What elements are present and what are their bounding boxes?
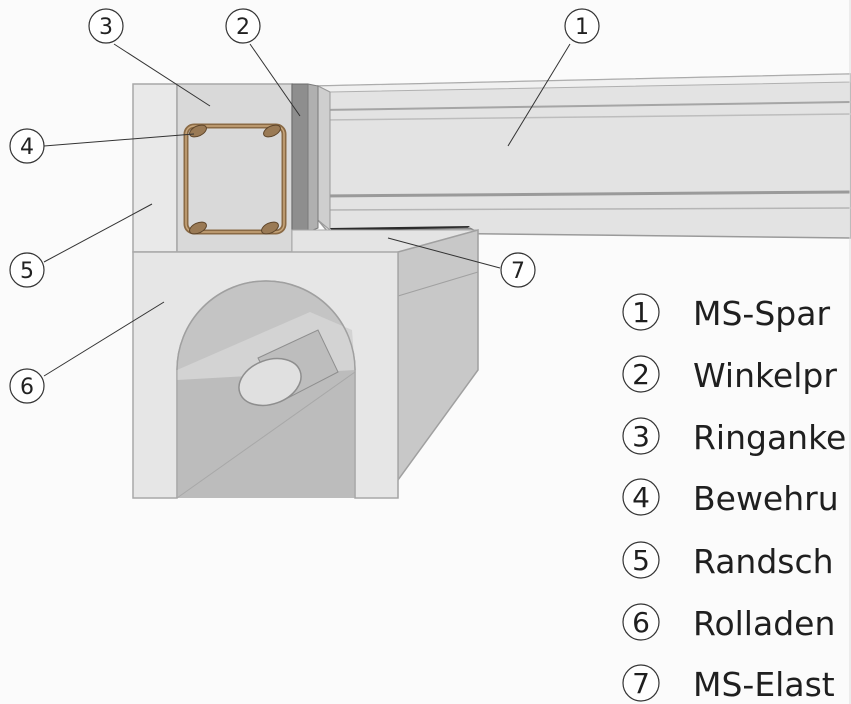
leader-line-4	[43, 133, 195, 147]
callout-7: 7	[500, 252, 536, 288]
legend-item-6: 6 Rolladen	[622, 603, 835, 643]
svg-text:3: 3	[632, 420, 650, 453]
svg-text:4: 4	[632, 481, 650, 514]
legend-item-1: 1 MS-Spar	[622, 293, 830, 333]
legend-item-4: 4 Bewehru	[622, 478, 839, 518]
svg-text:1: 1	[575, 15, 589, 40]
legend-label-1: MS-Spar	[693, 294, 830, 333]
legend-item-7: 7 MS-Elast	[622, 664, 835, 704]
roller-shutter-box	[132, 229, 479, 499]
svg-text:5: 5	[20, 259, 34, 284]
svg-text:6: 6	[632, 606, 650, 639]
legend-item-5: 5 Randsch	[622, 541, 834, 581]
leader-line-2	[249, 43, 301, 117]
callout-1: 1	[564, 8, 600, 44]
rafter-beam	[317, 73, 851, 239]
svg-text:2: 2	[236, 15, 250, 40]
svg-text:5: 5	[632, 544, 650, 577]
legend-item-2: 2 Winkelpr	[622, 355, 837, 395]
reinforcement-cage	[183, 123, 287, 235]
legend-label-2: Winkelpr	[693, 356, 837, 395]
svg-text:4: 4	[20, 135, 34, 160]
svg-text:6: 6	[20, 375, 34, 400]
leader-line-1	[507, 43, 571, 147]
callout-3: 3	[88, 8, 124, 44]
legend-label-6: Rolladen	[693, 604, 835, 643]
legend-label-7: MS-Elast	[693, 665, 835, 704]
legend: 1 MS-Spar 2 Winkelpr 3 Ringanke 4 Bewehr…	[622, 293, 846, 704]
leader-line-7	[387, 237, 501, 269]
leader-lines	[43, 43, 571, 377]
svg-text:3: 3	[99, 15, 113, 40]
svg-text:2: 2	[632, 358, 650, 391]
callout-4: 4	[9, 128, 45, 164]
callout-5: 5	[9, 252, 45, 288]
shutter-roller	[238, 329, 339, 407]
legend-label-5: Randsch	[693, 542, 834, 581]
legend-item-3: 3 Ringanke	[622, 417, 846, 457]
svg-text:1: 1	[632, 296, 650, 329]
leader-line-6	[43, 301, 165, 377]
callout-6: 6	[9, 368, 45, 404]
legend-label-4: Bewehru	[693, 479, 839, 518]
leader-line-5	[43, 203, 153, 263]
svg-text:7: 7	[511, 259, 525, 284]
leader-line-3	[113, 43, 211, 107]
svg-text:7: 7	[632, 667, 650, 700]
callout-2: 2	[225, 8, 261, 44]
legend-label-3: Ringanke	[693, 418, 846, 457]
edge-formwork-block	[132, 83, 178, 253]
